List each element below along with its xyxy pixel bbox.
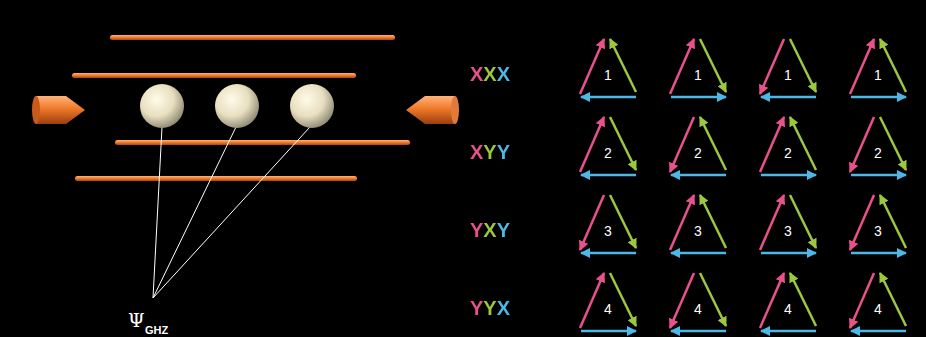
spin-arrow [760,273,784,328]
spin-arrow [880,39,906,92]
callout-number: 2 [784,145,792,161]
trap-rod [72,35,410,181]
callout-number: 3 [784,223,792,239]
spin-arrow [851,96,906,99]
spin-arrow [761,252,816,255]
spin-arrow [880,117,906,170]
spin-arrow [670,39,694,94]
spin-arrow [851,252,906,255]
spin-arrow [580,117,604,172]
spin-arrow [580,195,604,250]
spin-arrow [671,174,726,177]
callout-number: 4 [694,301,702,317]
spin-arrow [760,39,784,94]
state-symbol: Ψ [128,311,145,330]
ion [140,84,334,128]
leader-line [153,127,310,298]
callout-number: 2 [874,145,882,161]
callout-number: 1 [604,67,612,83]
spin-arrow [671,96,726,99]
spin-arrow [580,39,604,94]
spin-arrow [610,39,636,92]
spin-arrow [761,174,816,177]
spin-arrow [880,273,906,326]
spin-arrow [670,117,694,172]
spin-arrow [581,96,636,99]
callout-number: 4 [784,301,792,317]
spin-arrow [790,117,816,170]
spin-arrow [671,330,726,333]
spin-arrow [760,117,784,172]
measurement-setting: YXY [470,220,510,240]
spin-arrow [700,117,726,170]
spin-arrow [850,195,874,250]
spin-arrow [610,273,636,326]
spin-arrow [700,195,726,248]
callout-number: 4 [874,301,882,317]
callout-number: 1 [784,67,792,83]
spin-arrow [700,273,726,326]
spin-arrow [761,330,816,333]
spin-arrow [581,252,636,255]
measurement-setting: YYX [470,298,510,318]
measurement-setting: XXX [470,64,510,84]
spin-arrow [610,117,636,170]
state-subscript: GHZ [145,321,168,337]
spin-arrow [790,195,816,248]
callout-number: 1 [874,67,882,83]
spin-arrow [670,195,694,250]
spin-arrow [670,273,694,328]
spin-arrow [850,39,874,94]
callout-number: 1 [694,67,702,83]
spin-arrow [761,96,816,99]
spin-arrow [580,273,604,328]
spin-arrow [790,39,816,92]
spin-arrow [851,330,906,333]
spin-arrow [790,273,816,326]
spin-arrow [760,195,784,250]
callout-number: 3 [874,223,882,239]
measurement-setting: XYY [470,142,510,162]
spin-arrow [671,252,726,255]
callout-number: 3 [694,223,702,239]
callout-number: 3 [604,223,612,239]
callout-number: 2 [604,145,612,161]
spin-arrow [610,195,636,248]
spin-arrow [581,174,636,177]
spin-arrow [700,39,726,92]
spin-arrow [850,117,874,172]
spin-arrow [581,330,636,333]
callout-number: 4 [604,301,612,317]
callout-number: 2 [694,145,702,161]
spin-arrow [850,273,874,328]
spin-arrow [880,195,906,248]
spin-arrow [851,174,906,177]
